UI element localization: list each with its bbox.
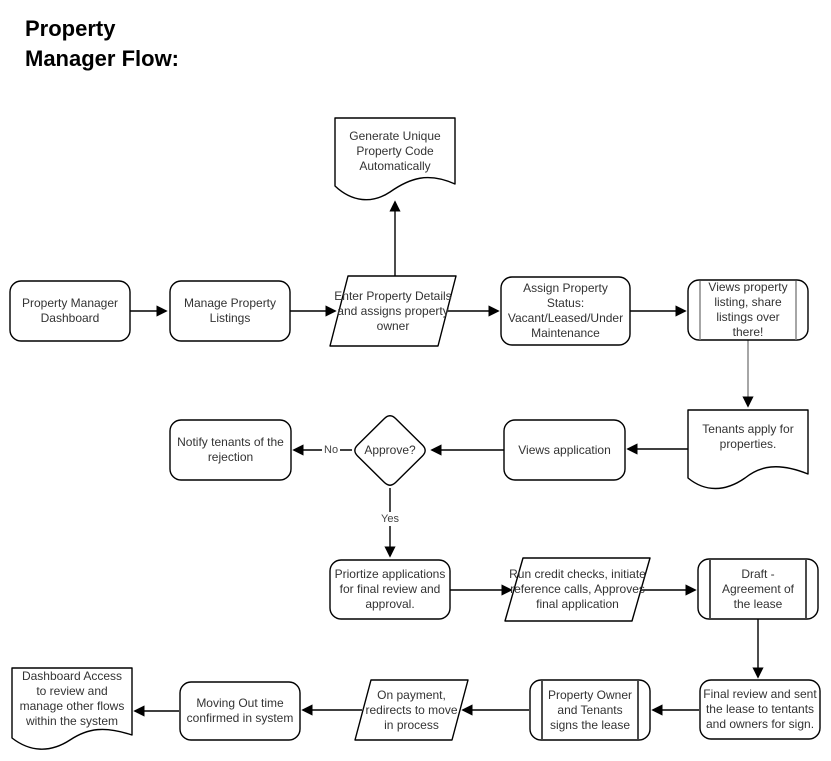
owner-signs-shape <box>529 679 651 741</box>
draft-lease-shape <box>697 558 819 620</box>
node-pm-dashboard: Property Manager Dashboard <box>21 296 119 325</box>
dashboard-access-document-shape <box>11 667 133 750</box>
notify-tenants-shape <box>169 419 292 481</box>
moving-out-shape <box>179 681 301 741</box>
views-listing-shape <box>687 279 809 341</box>
node-priortize: Priortize applications for final review … <box>334 567 446 611</box>
node-enter-details: Enter Property Details and assigns prope… <box>334 288 452 333</box>
on-payment-parallelogram-shape <box>354 679 469 741</box>
node-moving-out: Moving Out time confirmed in system <box>186 696 294 725</box>
approve-diamond-shape <box>354 415 426 486</box>
node-notify-tenants: Notify tenants of the rejection <box>177 435 284 464</box>
generate-code-document-shape <box>334 117 456 201</box>
node-draft-lease: Draft - Agreement of the lease <box>721 566 795 611</box>
node-final-review: Final review and sent the lease to tenta… <box>703 687 817 731</box>
node-run-credit: Run credit checks, initiate reference ca… <box>509 567 646 611</box>
node-views-listing: Views property listing, share listings o… <box>708 280 788 339</box>
node-views-application: Views application <box>518 442 611 457</box>
enter-details-parallelogram-shape <box>329 275 457 347</box>
node-tenants-apply: Tenants apply for properties. <box>702 422 794 451</box>
tenants-apply-document-shape <box>687 409 809 490</box>
node-manage-listings: Manage Property Listings <box>183 296 277 325</box>
node-owner-signs: Property Owner and Tenants signs the lea… <box>547 687 633 732</box>
node-approve: Approve? <box>364 443 416 457</box>
node-dashboard-access: Dashboard Access to review and manage ot… <box>19 669 125 728</box>
node-on-payment: On payment, redirects to move in process <box>365 687 458 732</box>
final-review-shape <box>699 679 821 740</box>
shapes <box>9 117 821 750</box>
manage-listings-shape <box>169 280 291 342</box>
priortize-shape <box>329 559 451 620</box>
pm-dashboard-shape <box>9 280 131 342</box>
run-credit-parallelogram-shape <box>504 557 651 622</box>
views-application-shape <box>503 419 626 481</box>
assign-status-shape <box>500 276 631 346</box>
edge-label-yes: Yes <box>379 512 401 526</box>
node-generate-code: Generate Unique Property Code Automatica… <box>349 128 441 173</box>
page-title: Property Manager Flow: <box>25 16 180 71</box>
node-assign-status: Assign Property Status: Vacant/Leased/Un… <box>507 281 624 340</box>
edge-label-no: No <box>322 443 341 457</box>
